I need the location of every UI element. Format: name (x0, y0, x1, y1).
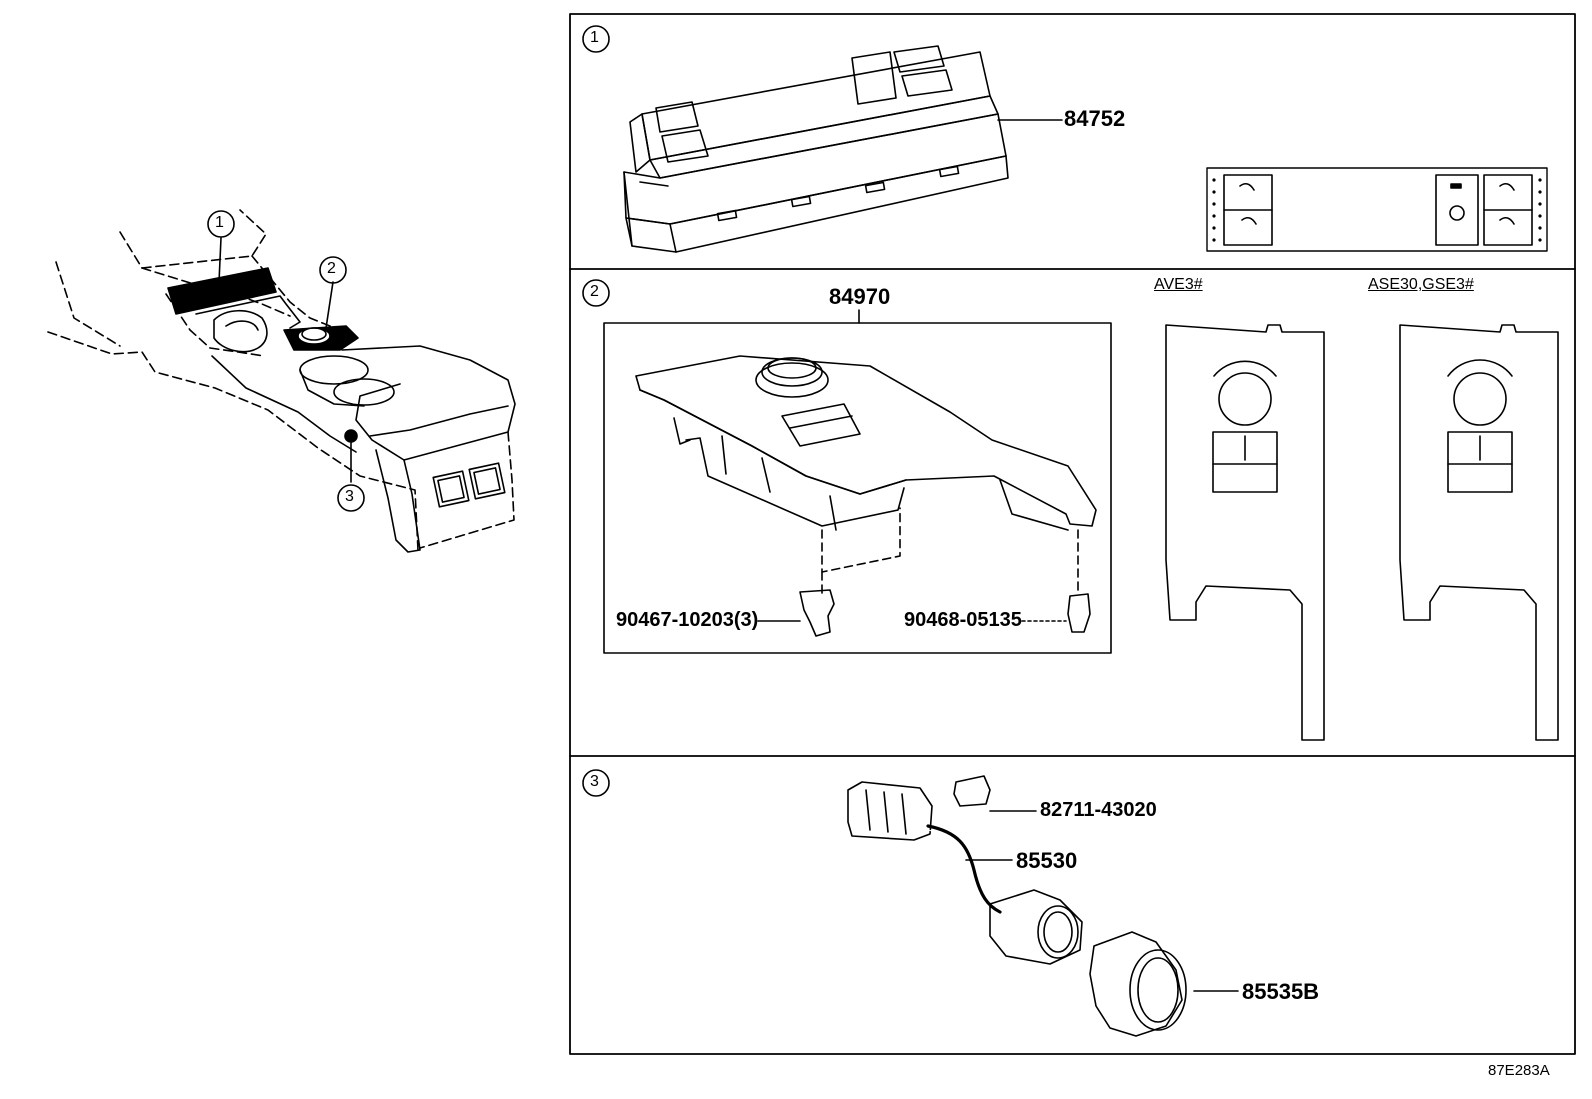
section-1-marker (582, 25, 610, 53)
diagram-code: 87E283A (1488, 1062, 1550, 1079)
clip-part-left[interactable]: 90467-10203(3) (616, 609, 759, 631)
bezel-ave3 (1165, 324, 1325, 741)
clip-part-right[interactable]: 90468-05135 (904, 609, 1022, 631)
switch-assembly-84752 (623, 45, 1063, 253)
part-number-85530[interactable]: 85530 (1016, 848, 1078, 873)
bezel-ase30 (1399, 324, 1559, 741)
section-number: 3 (590, 773, 599, 790)
section-2-marker (582, 279, 610, 307)
parts-frame (569, 13, 1576, 1055)
callout-number: 3 (345, 488, 354, 505)
part-number-82711[interactable]: 82711-43020 (1040, 799, 1157, 821)
section-number: 2 (590, 283, 599, 300)
switch-face-view (1206, 167, 1548, 252)
model-label-ave3: AVE3# (1154, 276, 1203, 293)
console-panel-84970 (635, 355, 1097, 637)
callout-number: 2 (327, 260, 336, 277)
console-overview (47, 209, 516, 553)
part-number-84752[interactable]: 84752 (1064, 106, 1126, 131)
socket-assembly (847, 775, 1239, 1037)
callout-1-left (207, 210, 235, 238)
section-number: 1 (590, 29, 599, 46)
inset-box-84970 (603, 322, 1112, 654)
part-number-85535b[interactable]: 85535B (1242, 979, 1320, 1004)
callout-number: 1 (215, 214, 224, 231)
callout-3-left (337, 484, 365, 512)
callout-2-left (319, 256, 347, 284)
part-number-84970[interactable]: 84970 (829, 284, 891, 309)
model-label-ase30: ASE30,GSE3# (1368, 276, 1474, 293)
section-3-marker (582, 769, 610, 797)
